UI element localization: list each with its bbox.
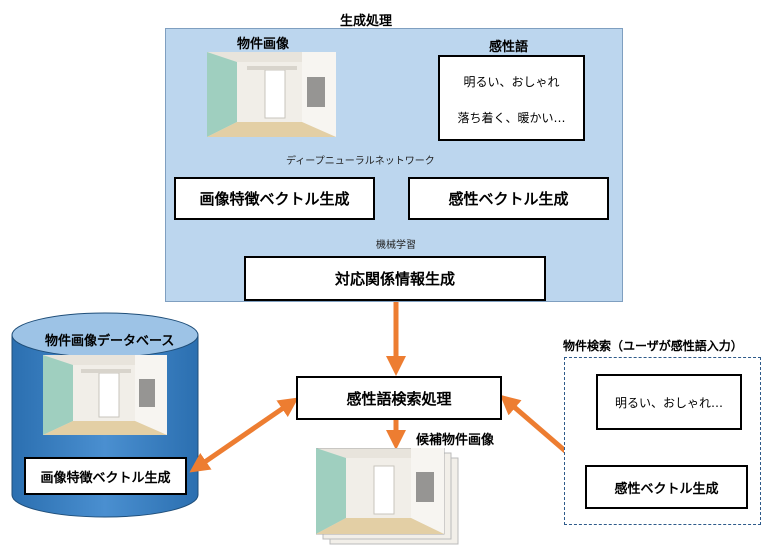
mapping-box: 対応関係情報生成 xyxy=(244,256,546,301)
user-search-title: 物件検索（ユーザが感性語入力） xyxy=(563,339,743,353)
candidate-image-front xyxy=(315,447,445,535)
kansei-example-1: 明るい、おしゃれ xyxy=(463,75,560,89)
property-image-label: 物件画像 xyxy=(237,37,290,52)
ml-label: 機械学習 xyxy=(376,240,416,251)
dnn-label: ディープニューラルネットワーク xyxy=(286,156,435,167)
generation-title: 生成処理 xyxy=(340,14,393,29)
kansei-vector-box: 感性ベクトル生成 xyxy=(408,177,609,220)
kansei-label: 感性語 xyxy=(489,40,529,55)
image-vector-box: 画像特徴ベクトル生成 xyxy=(174,177,375,220)
user-kansei-vector-box: 感性ベクトル生成 xyxy=(585,465,748,509)
arrow-search-database xyxy=(189,397,299,473)
kansei-examples-box: 明るい、おしゃれ 落ち着く、暖かい… xyxy=(438,55,585,141)
candidate-images-stack xyxy=(315,447,466,548)
database-vector-box: 画像特徴ベクトル生成 xyxy=(24,457,187,495)
kansei-example-2: 落ち着く、暖かい… xyxy=(457,111,566,125)
kansei-search-box: 感性語検索処理 xyxy=(296,376,502,420)
database-room-image xyxy=(43,355,167,435)
user-input-box: 明るい、おしゃれ… xyxy=(596,374,742,430)
candidate-images-label: 候補物件画像 xyxy=(416,433,495,448)
property-image-room xyxy=(207,52,336,137)
database-title: 物件画像データベース xyxy=(45,334,175,349)
